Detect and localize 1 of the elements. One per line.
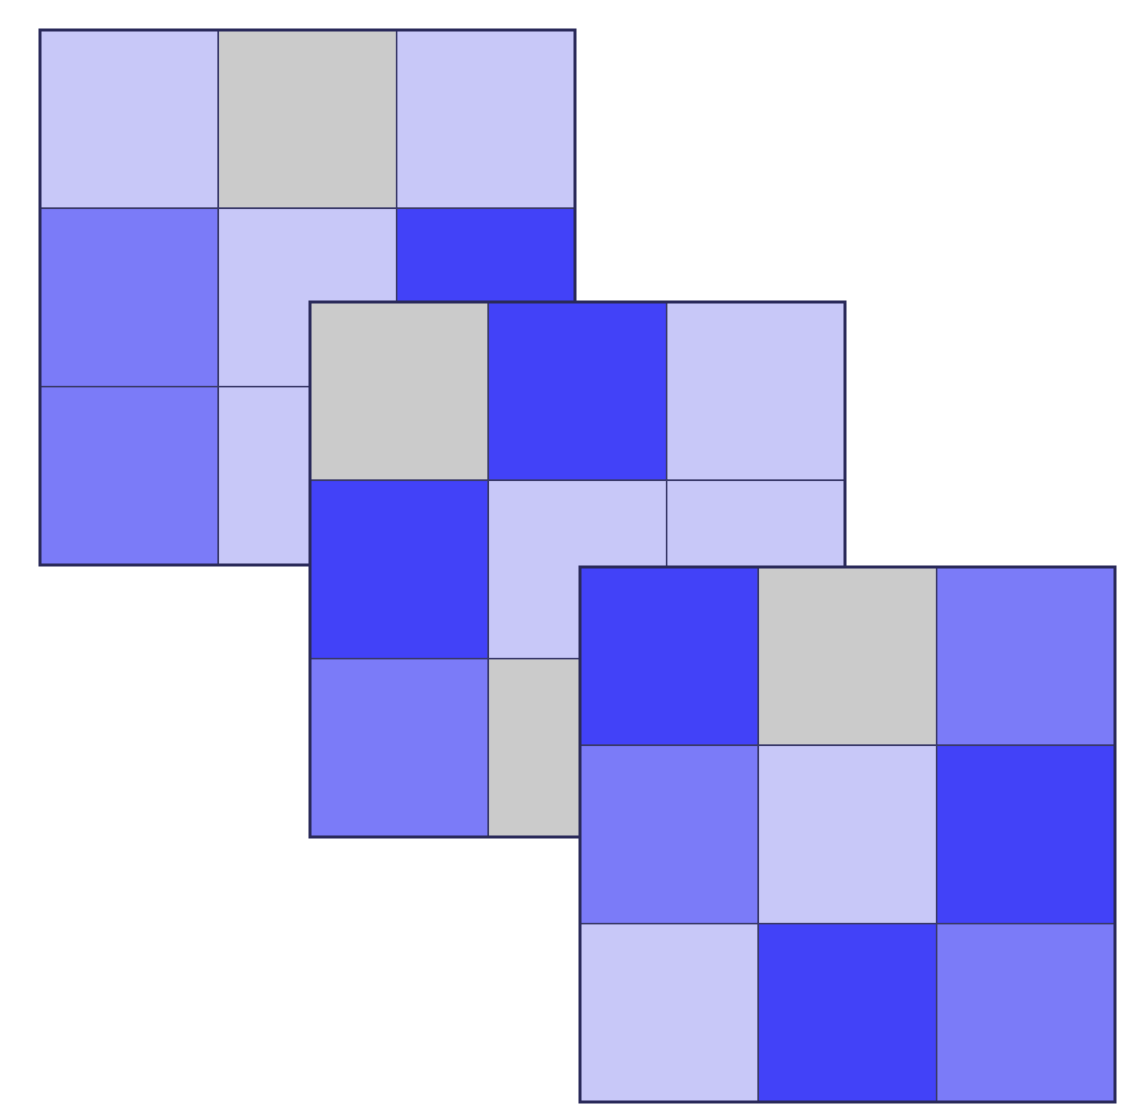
stacked-grids-drawing <box>38 28 1117 1104</box>
